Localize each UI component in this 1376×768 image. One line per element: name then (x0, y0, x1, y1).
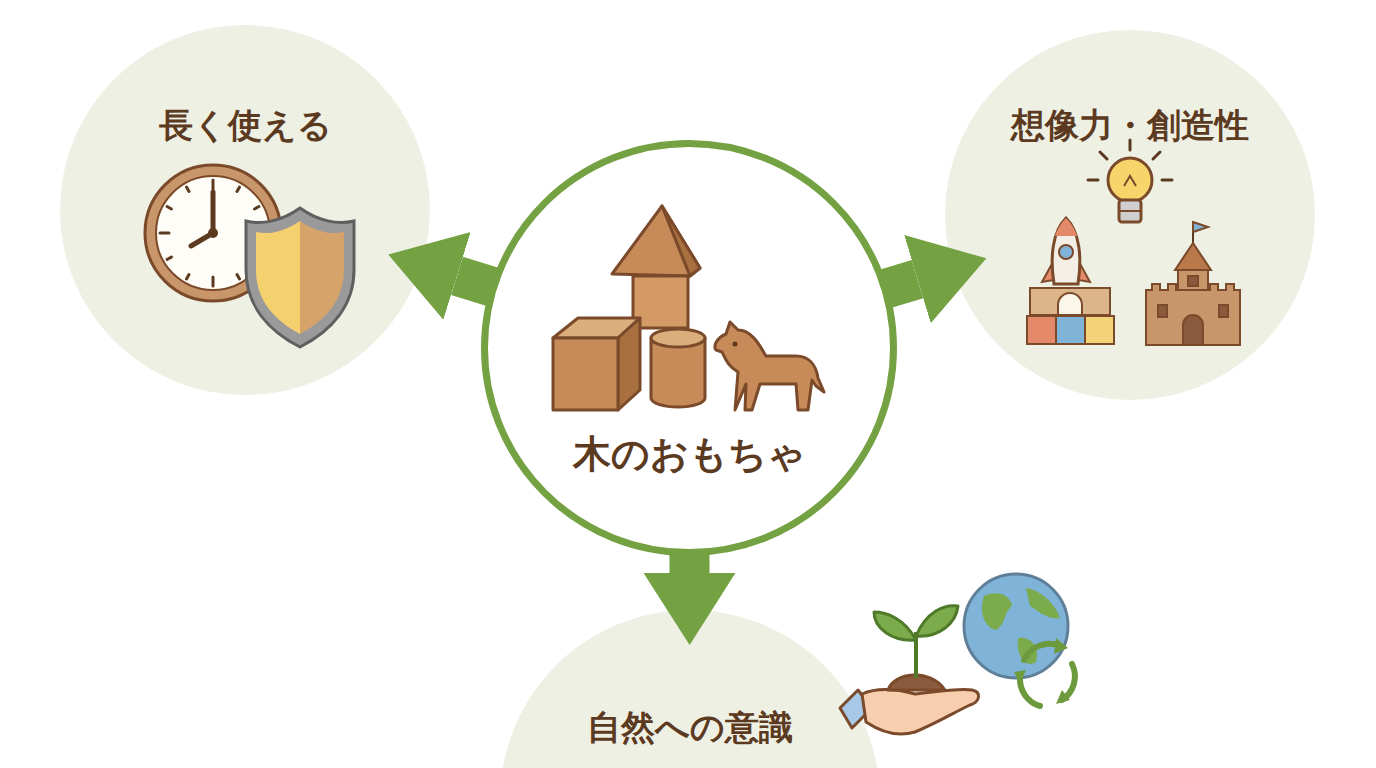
nature-icon (840, 574, 1075, 734)
circle-shape (945, 30, 1315, 400)
node-label: 想像力・創造性 (1011, 105, 1249, 146)
benefit-circle: 想像力・創造性 (945, 30, 1315, 400)
circle-shape (60, 25, 430, 395)
flow-arrow (884, 279, 917, 289)
circle-outline (945, 30, 1315, 400)
circle-shape (500, 610, 880, 768)
circle-outline (481, 140, 897, 556)
node-label: 自然への意識 (587, 707, 793, 748)
center-circle: 木のおもちゃ (481, 140, 897, 556)
flow-arrow (457, 276, 494, 288)
node-label: 木のおもちゃ (573, 432, 806, 478)
circle-outline (60, 25, 430, 395)
benefit-circle: 自然への意識 (500, 610, 880, 768)
circle-shape (485, 144, 894, 553)
benefit-circle: 長く使える (60, 25, 430, 395)
node-label: 長く使える (159, 105, 332, 146)
flow-arrow (669, 552, 709, 573)
